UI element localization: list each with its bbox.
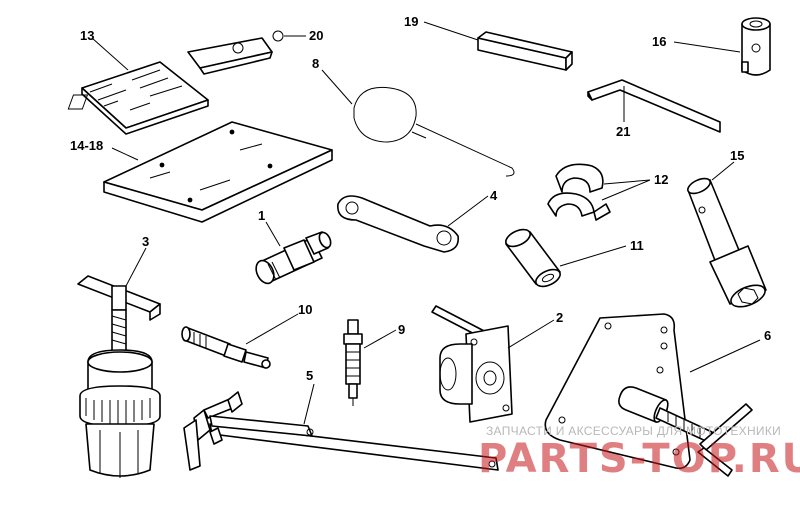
leader-15 — [711, 161, 735, 181]
callout-16: 16 — [652, 34, 666, 49]
leader-1 — [265, 221, 281, 247]
leader-10 — [245, 313, 299, 345]
callout-8: 8 — [312, 56, 319, 71]
callout-21: 21 — [616, 124, 630, 139]
flange-bracket — [431, 305, 513, 423]
key-holder-pouch — [187, 30, 284, 75]
double-ring-spanner — [337, 195, 460, 253]
watermark-top-text: ЗАПЧАСТИ И АКСЕССУАРЫ ДЛЯ МОТОТЕХНИКИ — [486, 424, 781, 438]
callout-12: 12 — [654, 172, 668, 187]
leader-12b — [601, 179, 651, 201]
callout-4: 4 — [490, 188, 498, 203]
wire-loop-hook — [353, 86, 515, 177]
box-spanner-tube — [687, 177, 767, 308]
leader-16 — [673, 41, 741, 53]
long-lever-tool — [183, 391, 499, 471]
leader-4 — [447, 195, 489, 227]
callout-14-18: 14-18 — [70, 138, 103, 153]
callout-3: 3 — [142, 234, 149, 249]
leader-8 — [321, 69, 353, 105]
spring-clip-pair — [547, 163, 611, 221]
threaded-adapter — [255, 231, 332, 285]
tubular-socket-block — [741, 17, 771, 76]
callout-15: 15 — [730, 148, 744, 163]
callout-13: 13 — [80, 28, 94, 43]
callout-19: 19 — [404, 14, 418, 29]
tool-pouch-folder — [103, 121, 333, 223]
leader-2 — [507, 319, 555, 349]
leader-9 — [363, 329, 397, 349]
valve-fitting-long — [181, 326, 271, 369]
callout-2: 2 — [556, 310, 563, 325]
callout-1: 1 — [258, 208, 265, 223]
callout-5: 5 — [306, 368, 313, 383]
flywheel-puller — [77, 275, 161, 478]
leader-19 — [423, 21, 479, 41]
leader-13 — [91, 37, 129, 71]
callout-11: 11 — [630, 238, 644, 253]
leader-14-18 — [111, 147, 139, 161]
callout-10: 10 — [298, 302, 312, 317]
leader-12a — [603, 179, 651, 185]
owner-manual-booklet — [67, 61, 209, 135]
leader-5 — [303, 383, 315, 425]
socket-sleeve — [505, 228, 561, 288]
callout-6: 6 — [764, 328, 771, 343]
leader-11 — [559, 245, 627, 267]
hex-bar-tool — [477, 31, 573, 71]
leader-6 — [689, 339, 761, 373]
leader-3 — [125, 247, 147, 287]
clutch-holder-plate — [544, 313, 753, 477]
watermark-logo-text: PARTS-TOP.RU — [478, 436, 800, 482]
watermark: ЗАПЧАСТИ И АКСЕССУАРЫ ДЛЯ МОТОТЕХНИКИ PA… — [478, 424, 800, 482]
callout-20: 20 — [309, 28, 323, 43]
allen-hex-key — [587, 79, 721, 133]
callout-9: 9 — [398, 322, 405, 337]
valve-fitting-short — [343, 319, 363, 406]
